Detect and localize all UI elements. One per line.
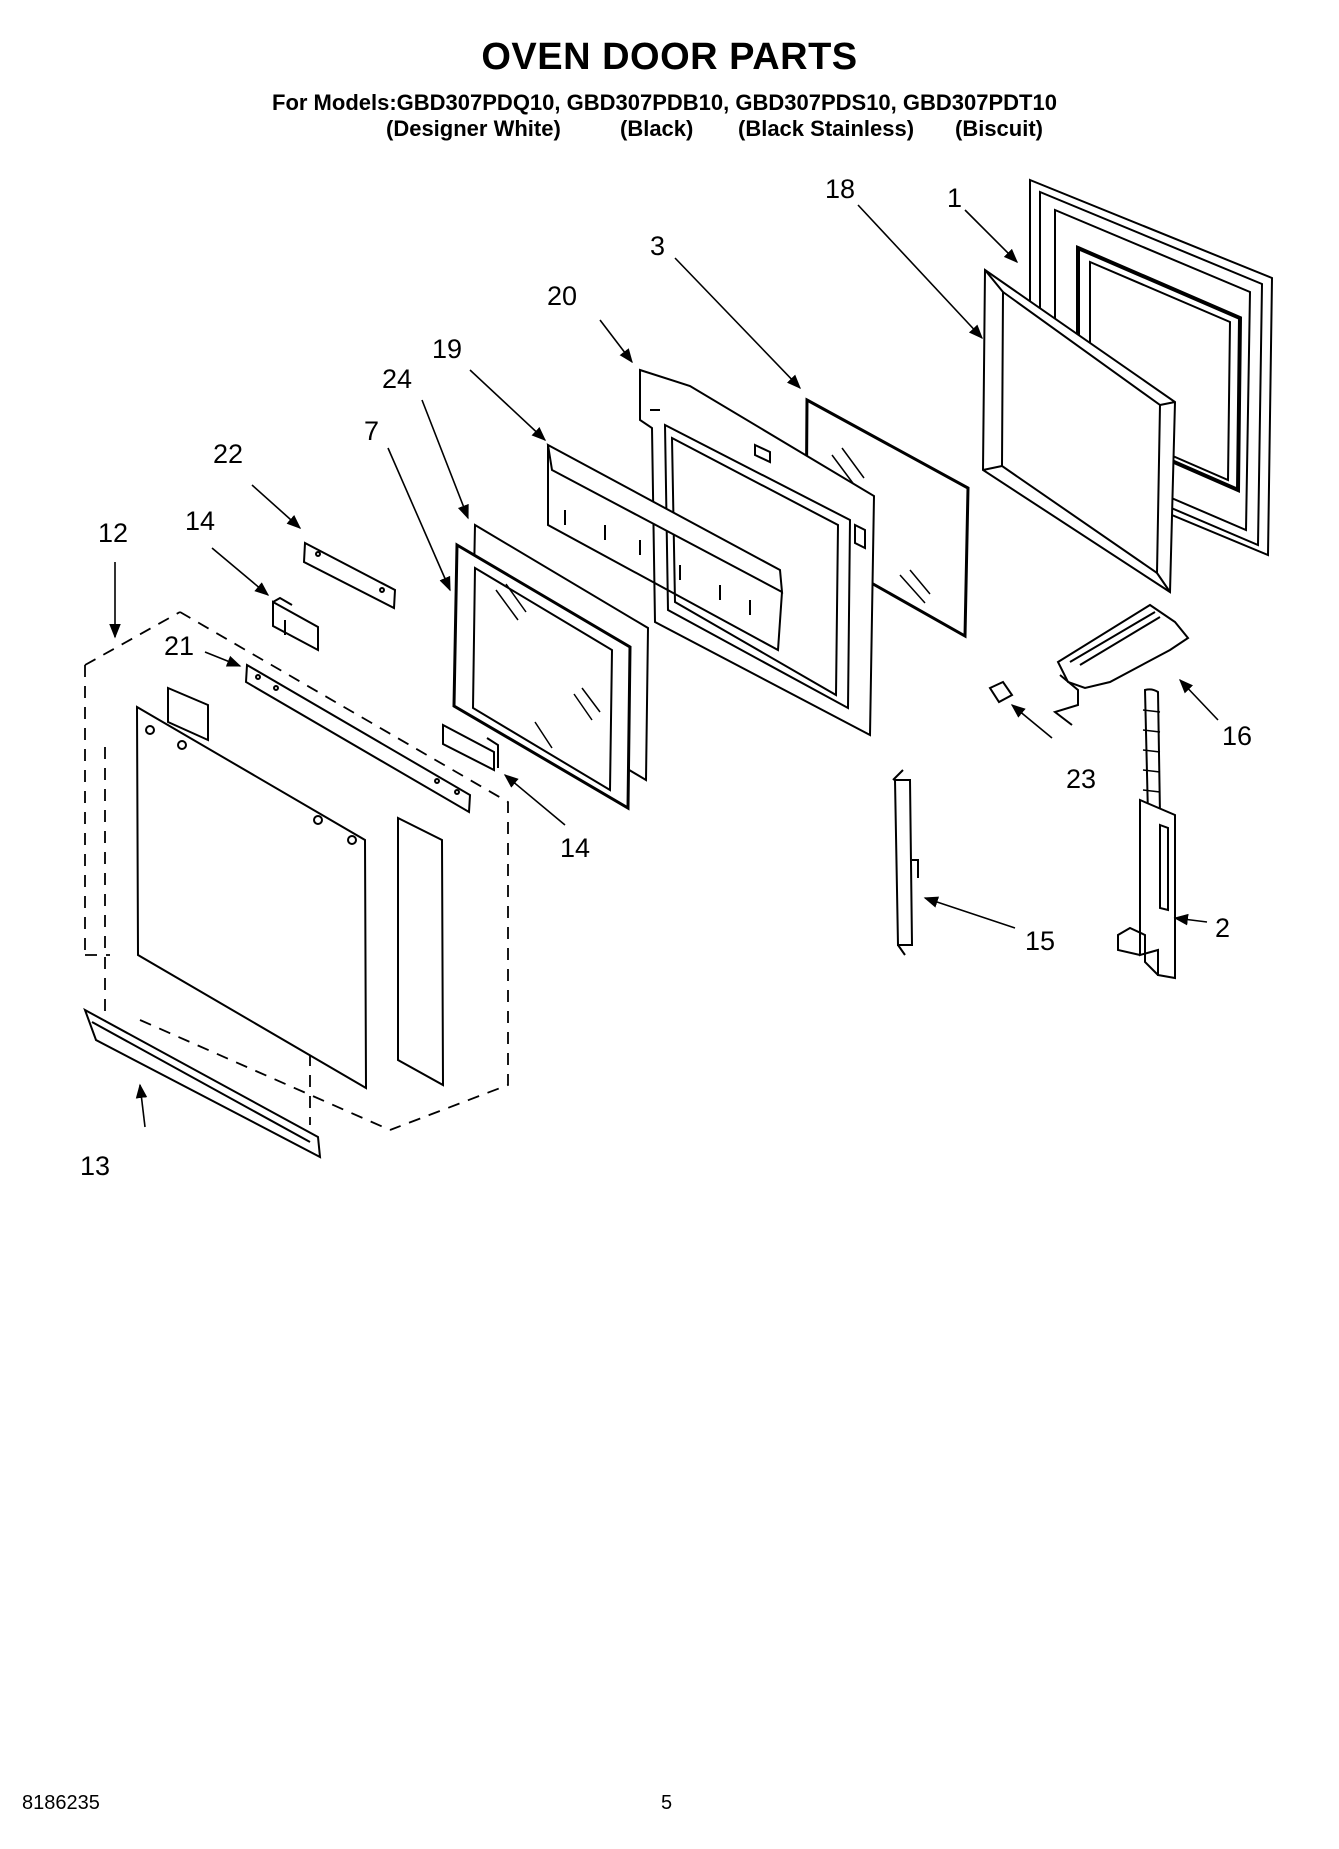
part-21-trim-bar xyxy=(244,663,472,814)
callout-14-lower: 14 xyxy=(560,833,590,863)
callout-1: 1 xyxy=(947,183,962,213)
callout-24: 24 xyxy=(382,364,412,394)
variant-black: (Black) xyxy=(620,116,694,141)
models-line: For Models:GBD307PDQ10, GBD307PDB10, GBD… xyxy=(272,90,1057,115)
callout-14-upper: 14 xyxy=(185,506,215,536)
part-16-hinge-bracket xyxy=(1052,603,1190,726)
part-14-lower-clip xyxy=(442,723,499,772)
variant-biscuit: (Biscuit) xyxy=(955,116,1043,141)
part-7-door-glass-panel xyxy=(452,542,632,811)
callout-21: 21 xyxy=(164,631,194,661)
document-number: 8186235 xyxy=(22,1792,100,1814)
callout-15: 15 xyxy=(1025,926,1055,956)
callout-23: 23 xyxy=(1066,764,1096,794)
callout-labels: 1 2 3 7 12 13 14 14 15 16 18 19 20 21 22… xyxy=(80,174,1252,1181)
part-18-door-gasket xyxy=(981,268,1177,594)
part-3-door-glass xyxy=(804,397,970,639)
part-2-door-hinge xyxy=(1117,688,1176,980)
callout-18: 18 xyxy=(825,174,855,204)
callout-20: 20 xyxy=(547,281,577,311)
part-15-door-latch-bracket xyxy=(892,769,919,956)
part-23-small-clip xyxy=(988,680,1014,704)
callout-12: 12 xyxy=(98,518,128,548)
callout-7: 7 xyxy=(364,416,379,446)
variant-black-stainless: (Black Stainless) xyxy=(738,116,915,141)
part-13-door-handle xyxy=(83,1007,322,1159)
variant-designer-white: (Designer White) xyxy=(386,116,561,141)
callout-13: 13 xyxy=(80,1151,110,1181)
callout-3: 3 xyxy=(650,231,665,261)
page-title: OVEN DOOR PARTS xyxy=(481,36,858,78)
page-number: 5 xyxy=(661,1792,673,1814)
part-22-bracket xyxy=(302,541,397,610)
part-19-heat-shield xyxy=(546,443,784,652)
callout-16: 16 xyxy=(1222,721,1252,751)
part-14-upper-clip xyxy=(272,596,319,652)
callout-2: 2 xyxy=(1215,913,1230,943)
callout-22: 22 xyxy=(213,439,243,469)
callout-19: 19 xyxy=(432,334,462,364)
part-20-inner-door-liner xyxy=(639,368,876,737)
part-12-outer-door-panel xyxy=(135,686,445,1090)
